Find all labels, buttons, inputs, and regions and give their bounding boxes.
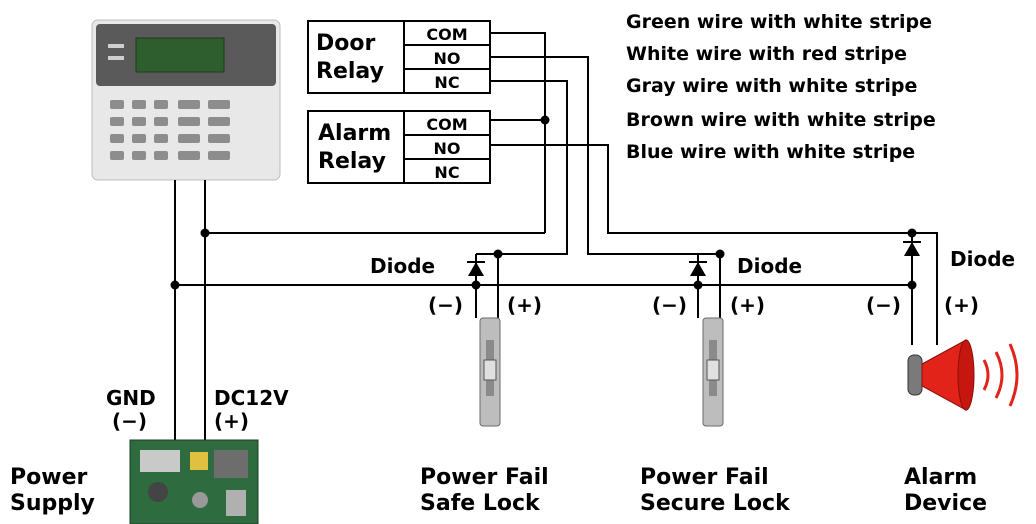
legend-line-4: Brown wire with white stripe	[626, 109, 936, 131]
gnd-sign: (−)	[112, 409, 147, 433]
dc12v-label: DC12V	[214, 386, 289, 410]
safe-lock-label-2: Safe Lock	[420, 491, 541, 516]
door-relay-nc: NC	[434, 73, 459, 92]
alarm-device-label-2: Device	[904, 491, 987, 516]
safe-lock-minus: (−)	[428, 293, 463, 317]
power-supply-label-2: Supply	[10, 491, 95, 516]
alarm-relay-title-2: Relay	[318, 149, 386, 174]
wiring	[170, 32, 938, 440]
alarm-relay-title-1: Alarm	[318, 121, 391, 146]
door-relay-com: COM	[426, 25, 467, 44]
alarm-device-plus: (+)	[944, 293, 979, 317]
diode-secure-icon	[689, 261, 707, 276]
diode-safe-icon	[467, 261, 485, 276]
alarm-relay-nc: NC	[434, 163, 459, 182]
safe-lock-plus: (+)	[507, 293, 542, 317]
door-relay: Door Relay COM NO NC	[307, 20, 491, 94]
power-supply-image	[129, 439, 259, 524]
secure-lock-label-2: Secure Lock	[640, 491, 791, 516]
alarm-relay: Alarm Relay COM NO NC	[307, 110, 491, 184]
secure-lock-minus: (−)	[652, 293, 687, 317]
legend-line-1: Green wire with white stripe	[626, 11, 932, 33]
safe-lock-label-1: Power Fail	[420, 465, 549, 490]
alarm-device-label-1: Alarm	[904, 465, 977, 490]
diode-label-secure: Diode	[737, 254, 802, 278]
alarm-relay-no: NO	[434, 139, 461, 158]
dc12v-sign: (+)	[214, 409, 249, 433]
secure-lock-plus: (+)	[730, 293, 765, 317]
keypad-image	[91, 19, 281, 181]
legend-line-3: Gray wire with white stripe	[626, 75, 917, 97]
door-relay-no: NO	[434, 49, 461, 68]
gnd-label: GND	[106, 386, 156, 410]
legend-line-2: White wire with red stripe	[626, 43, 907, 65]
diode-label-safe: Diode	[370, 254, 435, 278]
power-supply-label-1: Power	[10, 465, 87, 490]
secure-lock-label-1: Power Fail	[640, 465, 769, 490]
diode-label-alarm: Diode	[950, 247, 1015, 271]
alarm-relay-com: COM	[426, 115, 467, 134]
diode-alarm-icon	[903, 241, 921, 256]
alarm-device-minus: (−)	[866, 293, 901, 317]
wire-color-legend: Green wire with white stripe White wire …	[626, 11, 936, 163]
legend-line-5: Blue wire with white stripe	[626, 141, 915, 163]
door-relay-title-2: Relay	[316, 59, 384, 84]
safe-lock-image	[479, 317, 501, 427]
secure-lock-image	[702, 317, 724, 427]
door-relay-title-1: Door	[316, 31, 375, 56]
alarm-siren-icon	[907, 339, 1019, 411]
